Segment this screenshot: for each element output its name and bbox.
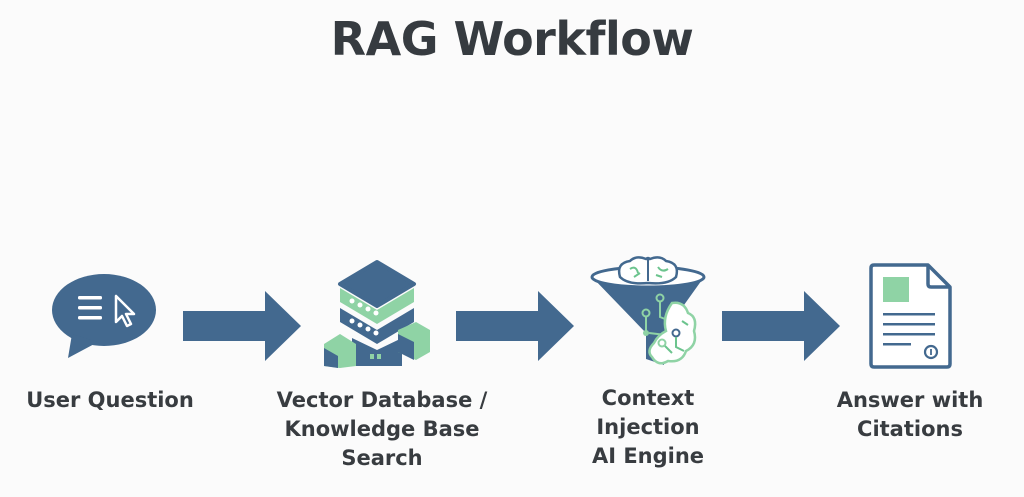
arrow-right-icon: [183, 291, 301, 361]
arrow-right-icon: [722, 291, 840, 361]
arrow-right-icon: [456, 291, 574, 361]
step-label-context-injection: Context Injection AI Engine: [591, 386, 705, 468]
step-label-answer: Answer with Citations: [836, 388, 984, 441]
database-server-icon: [324, 260, 430, 368]
step-label-user-question: User Question: [26, 388, 194, 412]
speech-bubble-cursor-icon: [52, 274, 156, 358]
step-label-vector-db: Vector Database / Knowledge Base Search: [276, 388, 488, 470]
funnel-brain-icon: [590, 256, 706, 365]
diagram-title: RAG Workflow: [330, 12, 694, 66]
document-citation-icon: [869, 263, 952, 369]
